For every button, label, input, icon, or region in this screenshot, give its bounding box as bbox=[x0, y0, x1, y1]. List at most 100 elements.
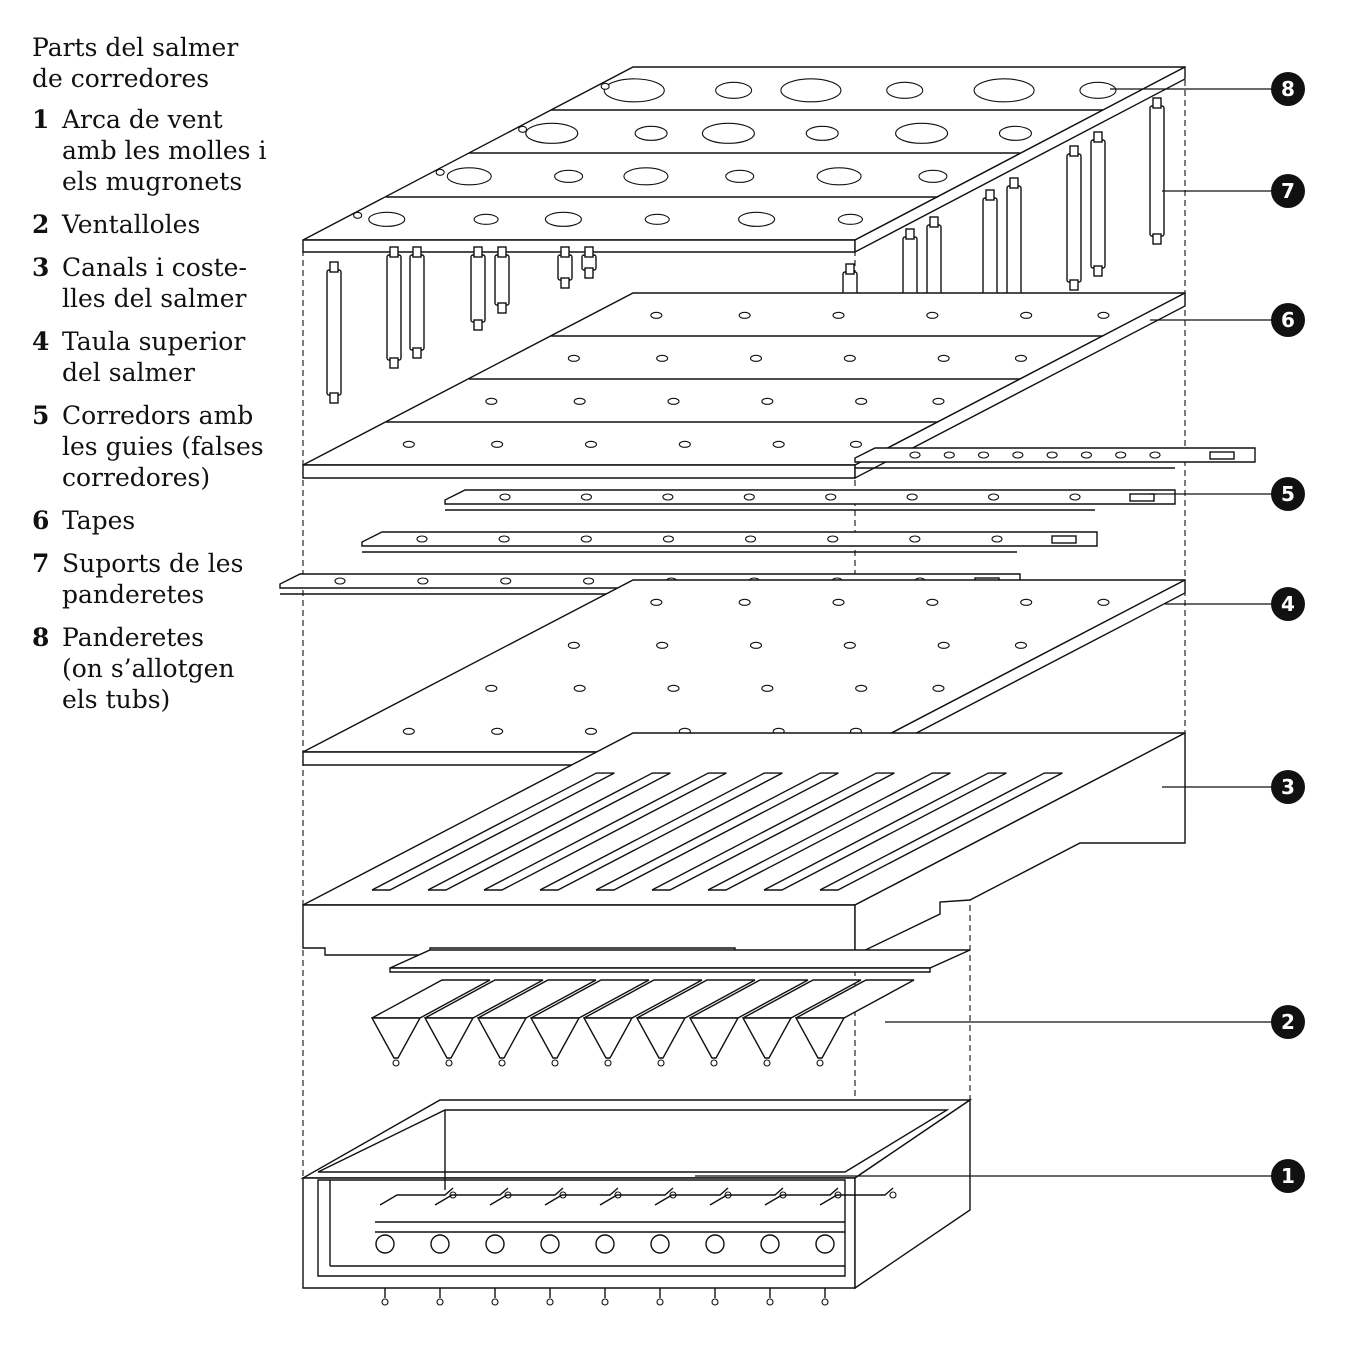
table-hole bbox=[1020, 598, 1033, 606]
pipe-hole bbox=[918, 169, 948, 183]
tape-hole bbox=[678, 440, 691, 448]
support-pin bbox=[389, 357, 399, 369]
callout-badge-5: 5 bbox=[1271, 477, 1305, 511]
table-hole bbox=[573, 684, 586, 692]
table-hole bbox=[855, 684, 868, 692]
pipe-hole bbox=[525, 122, 579, 144]
legend-number: 7 bbox=[32, 549, 50, 578]
callout-badge-6: 6 bbox=[1271, 303, 1305, 337]
support-pillar bbox=[470, 254, 486, 323]
spring bbox=[654, 1187, 729, 1206]
legend-line: panderetes bbox=[62, 580, 205, 609]
table-hole bbox=[402, 727, 415, 735]
slider-hole bbox=[988, 493, 1000, 501]
legend-item-6: 6 Tapes bbox=[32, 505, 282, 536]
tape-hole bbox=[855, 397, 868, 405]
table-hole bbox=[749, 641, 763, 649]
table-hole bbox=[567, 641, 580, 649]
tape-hole bbox=[573, 397, 586, 405]
legend-line: Panderetes bbox=[62, 623, 204, 652]
pulldown-eye bbox=[766, 1298, 774, 1306]
legend-number: 1 bbox=[32, 105, 50, 134]
slider-slot bbox=[1129, 493, 1155, 502]
table-hole bbox=[584, 727, 598, 735]
slider-hole bbox=[417, 577, 429, 585]
screw-hole bbox=[600, 82, 610, 90]
support-pillar bbox=[557, 254, 573, 281]
pulldown-eye bbox=[491, 1298, 499, 1306]
callout-label: 8 bbox=[1281, 77, 1295, 101]
part-2-ventalloles bbox=[370, 949, 971, 1067]
slider-hole bbox=[991, 535, 1003, 543]
spring-eye bbox=[889, 1191, 897, 1199]
part-1-arca-de-vent bbox=[300, 1098, 973, 1306]
tape-hole bbox=[832, 311, 845, 319]
slider-slot bbox=[1051, 535, 1077, 544]
table-hole bbox=[761, 684, 774, 692]
pallet-pulldown-eye bbox=[551, 1059, 559, 1067]
table-hole bbox=[485, 684, 498, 692]
tape-hole bbox=[843, 354, 856, 362]
slider-hole bbox=[498, 535, 510, 543]
support-pin bbox=[905, 228, 915, 240]
slider-hole bbox=[1069, 493, 1081, 501]
pipe-hole bbox=[738, 211, 776, 227]
table-hole bbox=[491, 727, 504, 735]
pulldown-eye bbox=[821, 1298, 829, 1306]
pipe-hole bbox=[886, 81, 924, 99]
legend-text: Arca de vent amb les molles i els mugron… bbox=[62, 104, 282, 197]
support-pillar bbox=[494, 254, 510, 306]
channel-slot bbox=[427, 772, 671, 891]
tape-hole bbox=[932, 397, 945, 405]
legend-text: Corredors amb les guies (falses corredor… bbox=[62, 400, 282, 493]
spring bbox=[544, 1187, 619, 1206]
spring bbox=[489, 1187, 564, 1206]
pulldown-eye bbox=[546, 1298, 554, 1306]
slider-hole bbox=[662, 493, 674, 501]
legend-text: Ventalloles bbox=[62, 209, 282, 240]
pipe-hole bbox=[837, 213, 863, 225]
support-pin bbox=[1093, 265, 1103, 277]
pipe-hole bbox=[554, 169, 584, 183]
slider-slot bbox=[1209, 451, 1235, 460]
tape-hole bbox=[567, 354, 580, 362]
table-hole bbox=[650, 598, 663, 606]
callout-label: 6 bbox=[1281, 308, 1295, 332]
legend-text: Panderetes (on s’allotgen els tubs) bbox=[62, 622, 282, 715]
support-pin bbox=[1152, 233, 1162, 245]
pipe-hole bbox=[725, 169, 755, 183]
slider-hole bbox=[499, 493, 511, 501]
legend-item-7: 7 Suports de les panderetes bbox=[32, 548, 282, 610]
table-hole bbox=[937, 641, 950, 649]
support-pin bbox=[473, 246, 483, 258]
legend-line: amb les molles i bbox=[62, 136, 267, 165]
pulldown-eye bbox=[711, 1298, 719, 1306]
part-6-tapes bbox=[302, 291, 1186, 480]
support-pin bbox=[389, 246, 399, 258]
support-pin bbox=[1093, 131, 1103, 143]
legend-item-8: 8 Panderetes (on s’allotgen els tubs) bbox=[32, 622, 282, 715]
pipe-hole bbox=[780, 78, 842, 103]
callout-label: 4 bbox=[1281, 592, 1295, 616]
support-pin bbox=[329, 392, 339, 404]
slider-hole bbox=[827, 535, 839, 543]
screw-hole bbox=[435, 168, 445, 176]
legend-line: les guies (falses bbox=[62, 432, 264, 461]
slider-hole bbox=[1080, 451, 1092, 459]
callout-label: 1 bbox=[1281, 1164, 1295, 1188]
legend-number: 4 bbox=[32, 327, 50, 356]
support-pin bbox=[845, 263, 855, 275]
tape-hole bbox=[485, 397, 498, 405]
pulldown-button bbox=[430, 1234, 450, 1254]
pallet-wedge bbox=[529, 1017, 581, 1059]
pipe-hole bbox=[973, 78, 1035, 103]
tape-hole bbox=[937, 354, 950, 362]
channels bbox=[371, 772, 1063, 891]
support-pin bbox=[497, 302, 507, 314]
table-hole bbox=[932, 684, 945, 692]
slider-hole bbox=[1149, 451, 1161, 459]
pulldown-button bbox=[650, 1234, 670, 1254]
legend-line: els mugronets bbox=[62, 167, 243, 196]
legend-title: Parts del salmer de corredores bbox=[32, 32, 282, 94]
tape-hole bbox=[749, 354, 763, 362]
